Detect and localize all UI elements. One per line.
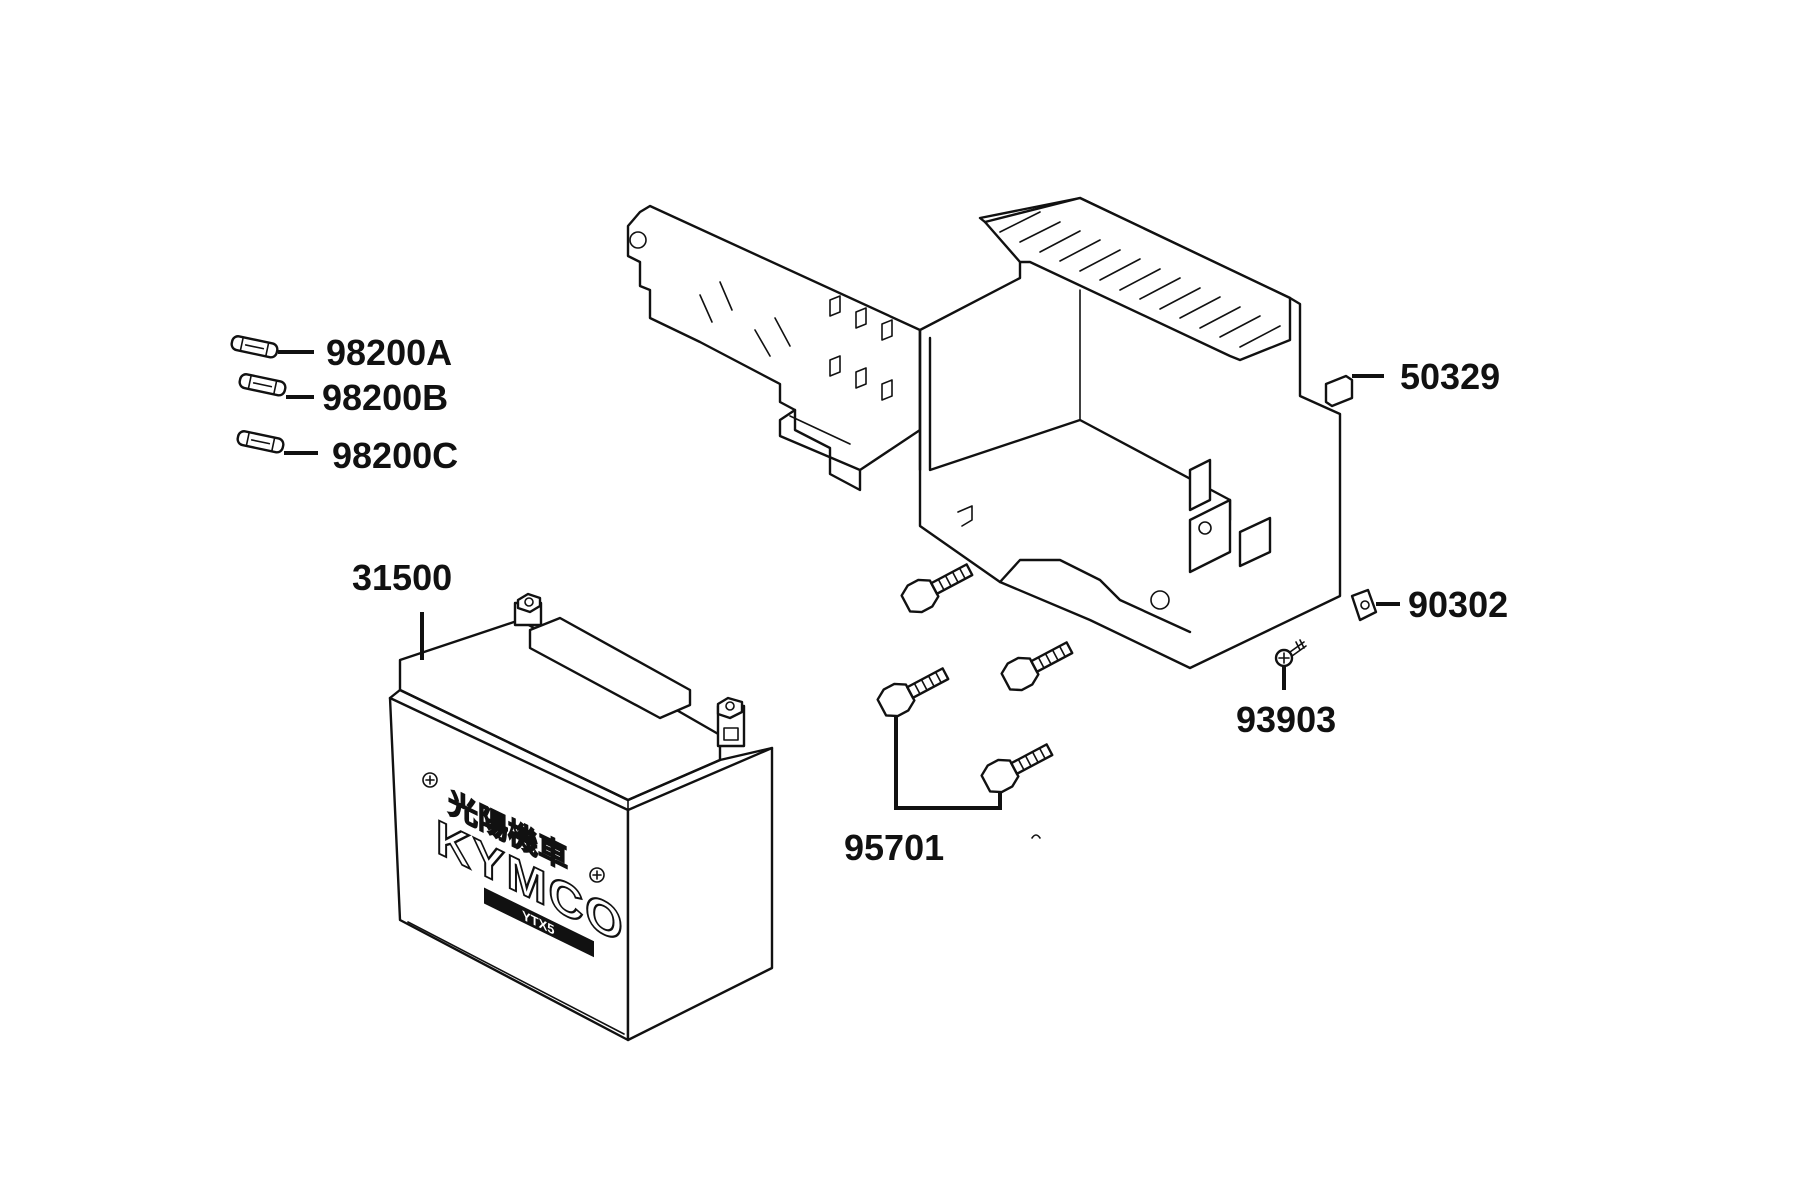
leader-line-95701 bbox=[894, 716, 1002, 810]
fuse-icon bbox=[238, 373, 287, 397]
label-50329: 50329 bbox=[1400, 356, 1500, 397]
fuse-icon bbox=[236, 430, 285, 454]
label-90302: 90302 bbox=[1408, 584, 1508, 625]
screw-icon bbox=[1274, 639, 1307, 668]
label-93903: 93903 bbox=[1236, 699, 1336, 740]
label-98200b: 98200B bbox=[322, 377, 448, 418]
label-95701: 95701 bbox=[844, 827, 944, 868]
stray-mark bbox=[1031, 834, 1041, 839]
battery-icon: 光陽機車 KYMCO YTX5 bbox=[388, 592, 774, 1042]
label-31500: 31500 bbox=[352, 557, 452, 598]
bolt-icon bbox=[876, 563, 1074, 794]
label-98200c: 98200C bbox=[332, 435, 458, 476]
fuse-icon bbox=[230, 335, 279, 359]
label-98200a: 98200A bbox=[326, 332, 452, 373]
clip-nut-icon bbox=[1350, 588, 1378, 622]
battery-box-icon bbox=[626, 196, 1354, 670]
